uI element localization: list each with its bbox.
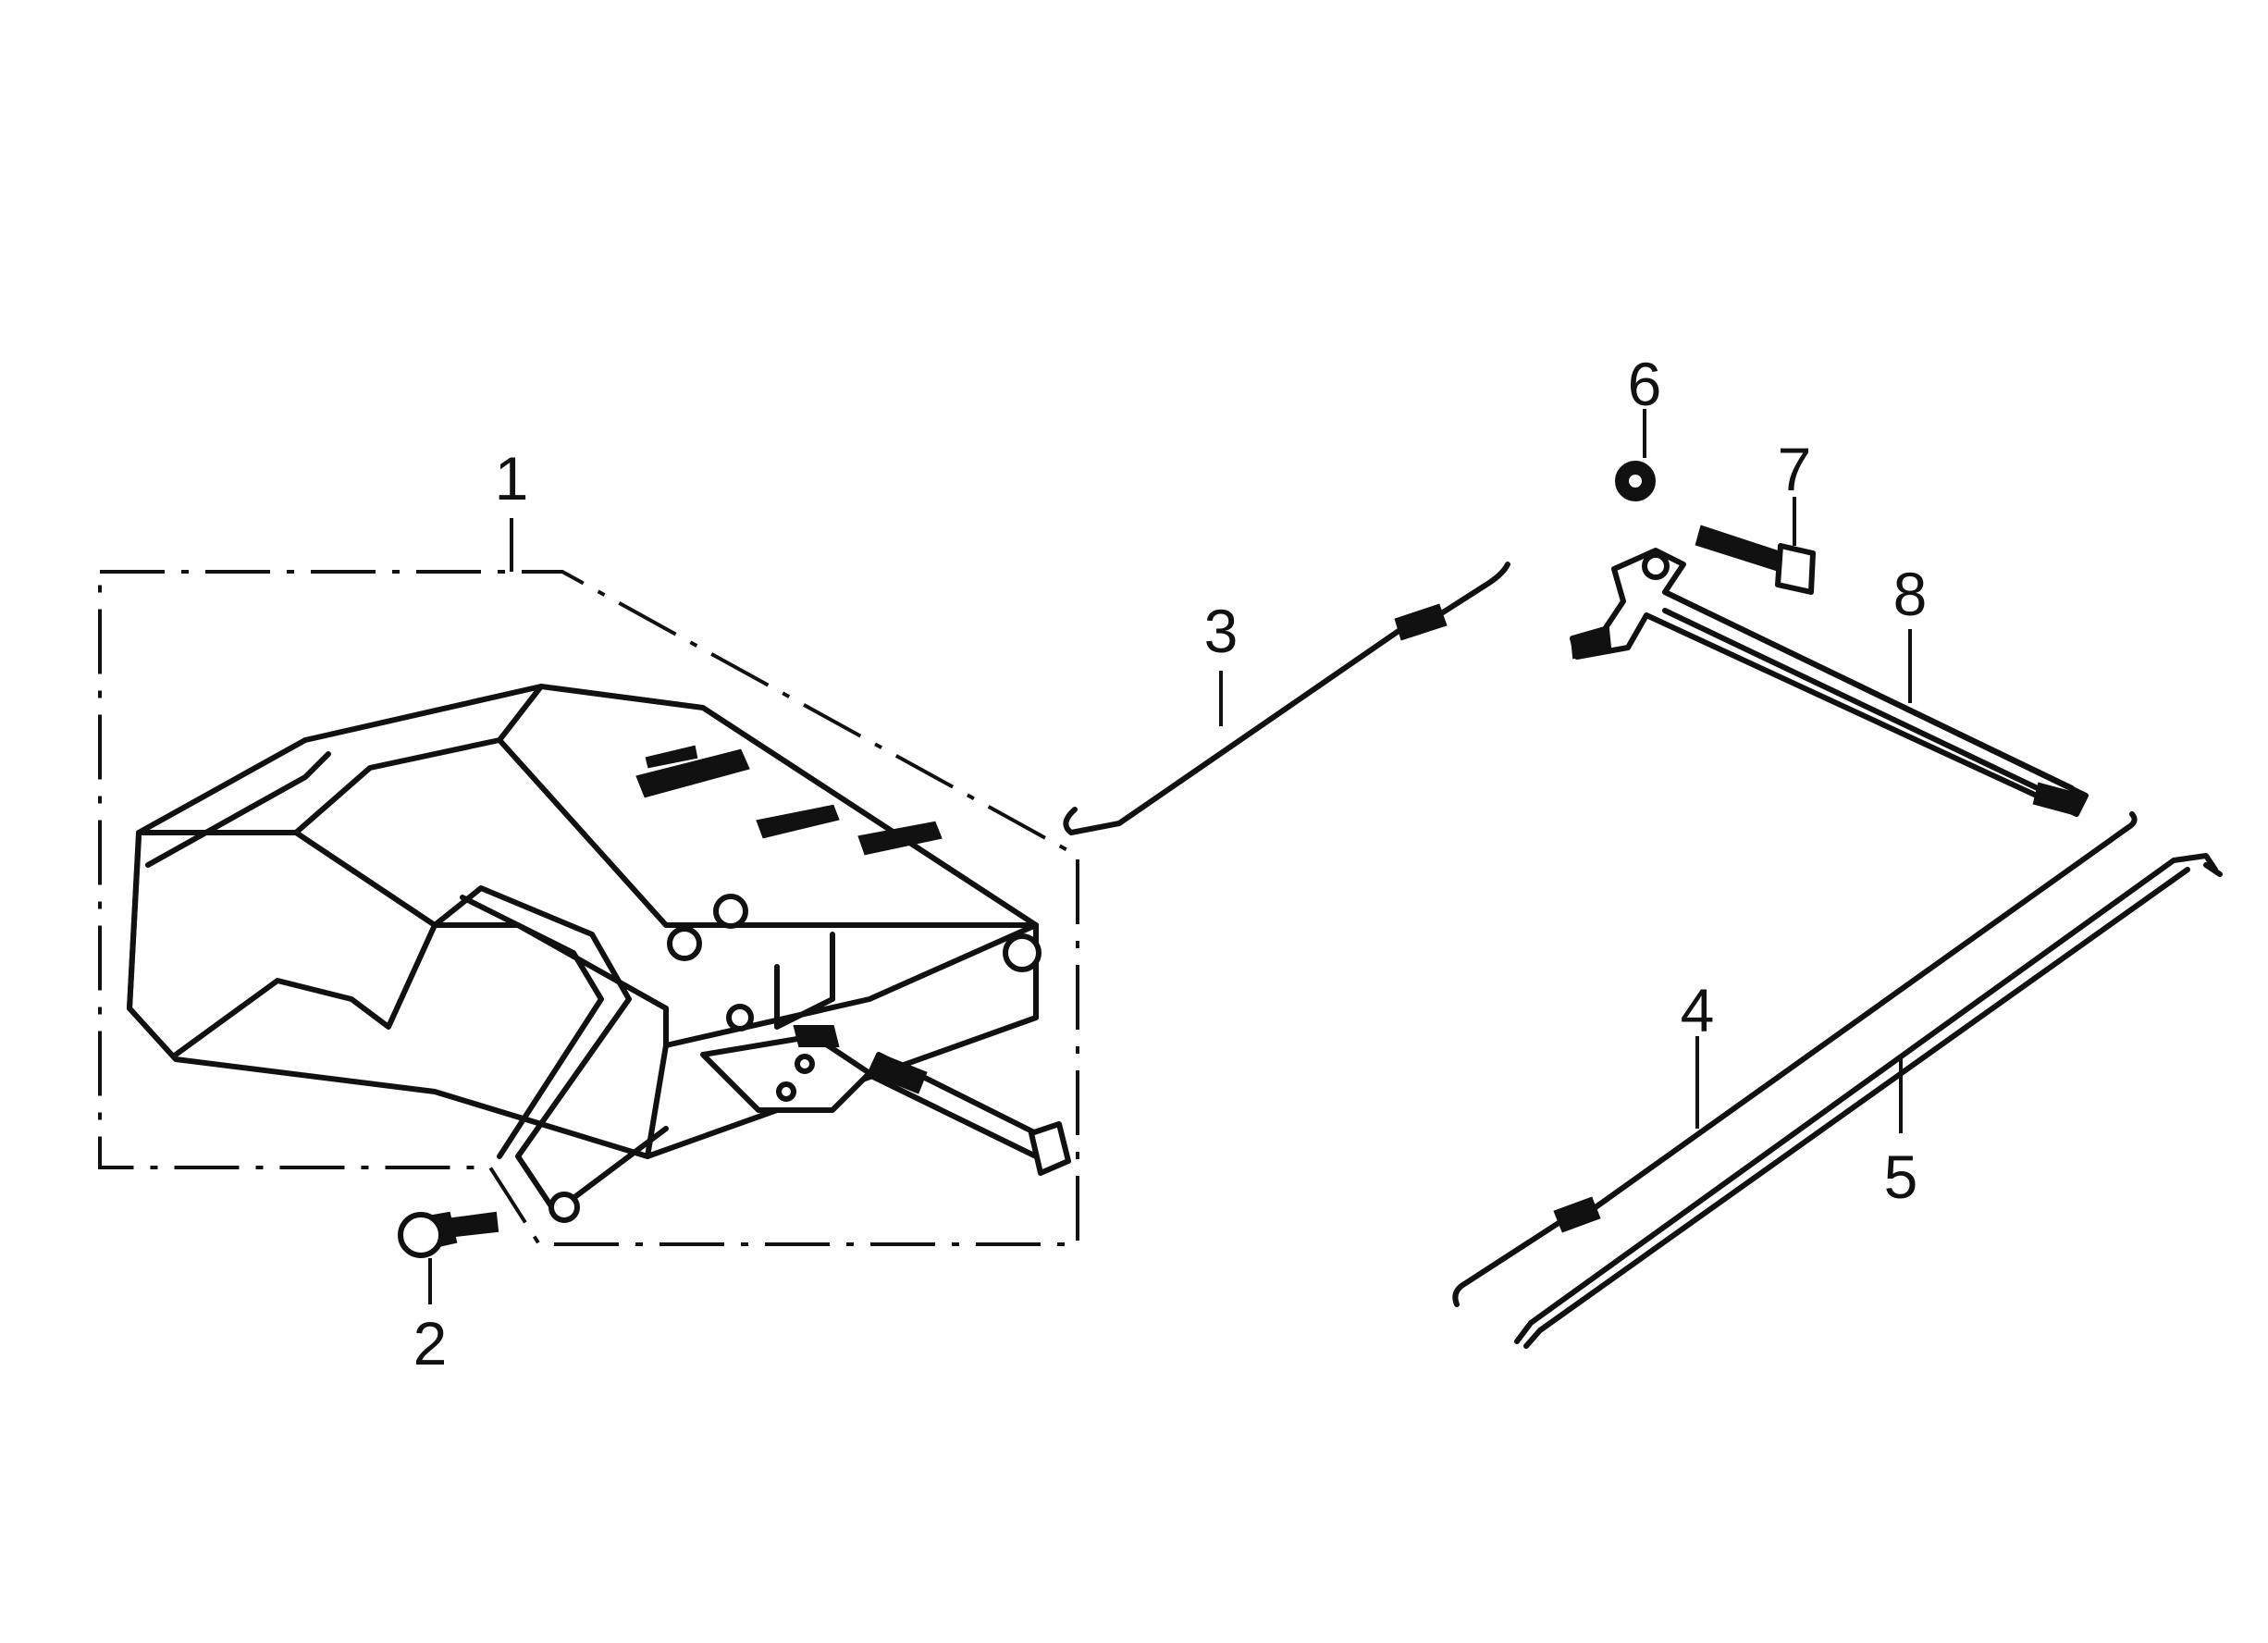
callout-6: 6 [1628,350,1662,418]
part-6-nut [1615,461,1656,501]
part-5-long-rod [1514,853,2223,1349]
callout-3: 3 [1204,597,1239,665]
callout-2: 2 [413,1309,448,1377]
callout-8: 8 [1893,560,1928,628]
part-7-bolt [1695,525,1816,595]
part-4-spring-rod [1452,811,2138,1307]
part-1-group-boundary [98,570,1079,1246]
part-2-flange-bolt [398,1211,499,1258]
callout-4: 4 [1681,976,1715,1044]
part-1-cover-housing [127,684,1071,1223]
callout-7: 7 [1778,435,1812,503]
callout-1: 1 [495,444,529,513]
part-3-spring-rod [1063,562,1510,835]
part-8-lever-arm [1570,548,2089,817]
callout-5: 5 [1884,1143,1918,1211]
